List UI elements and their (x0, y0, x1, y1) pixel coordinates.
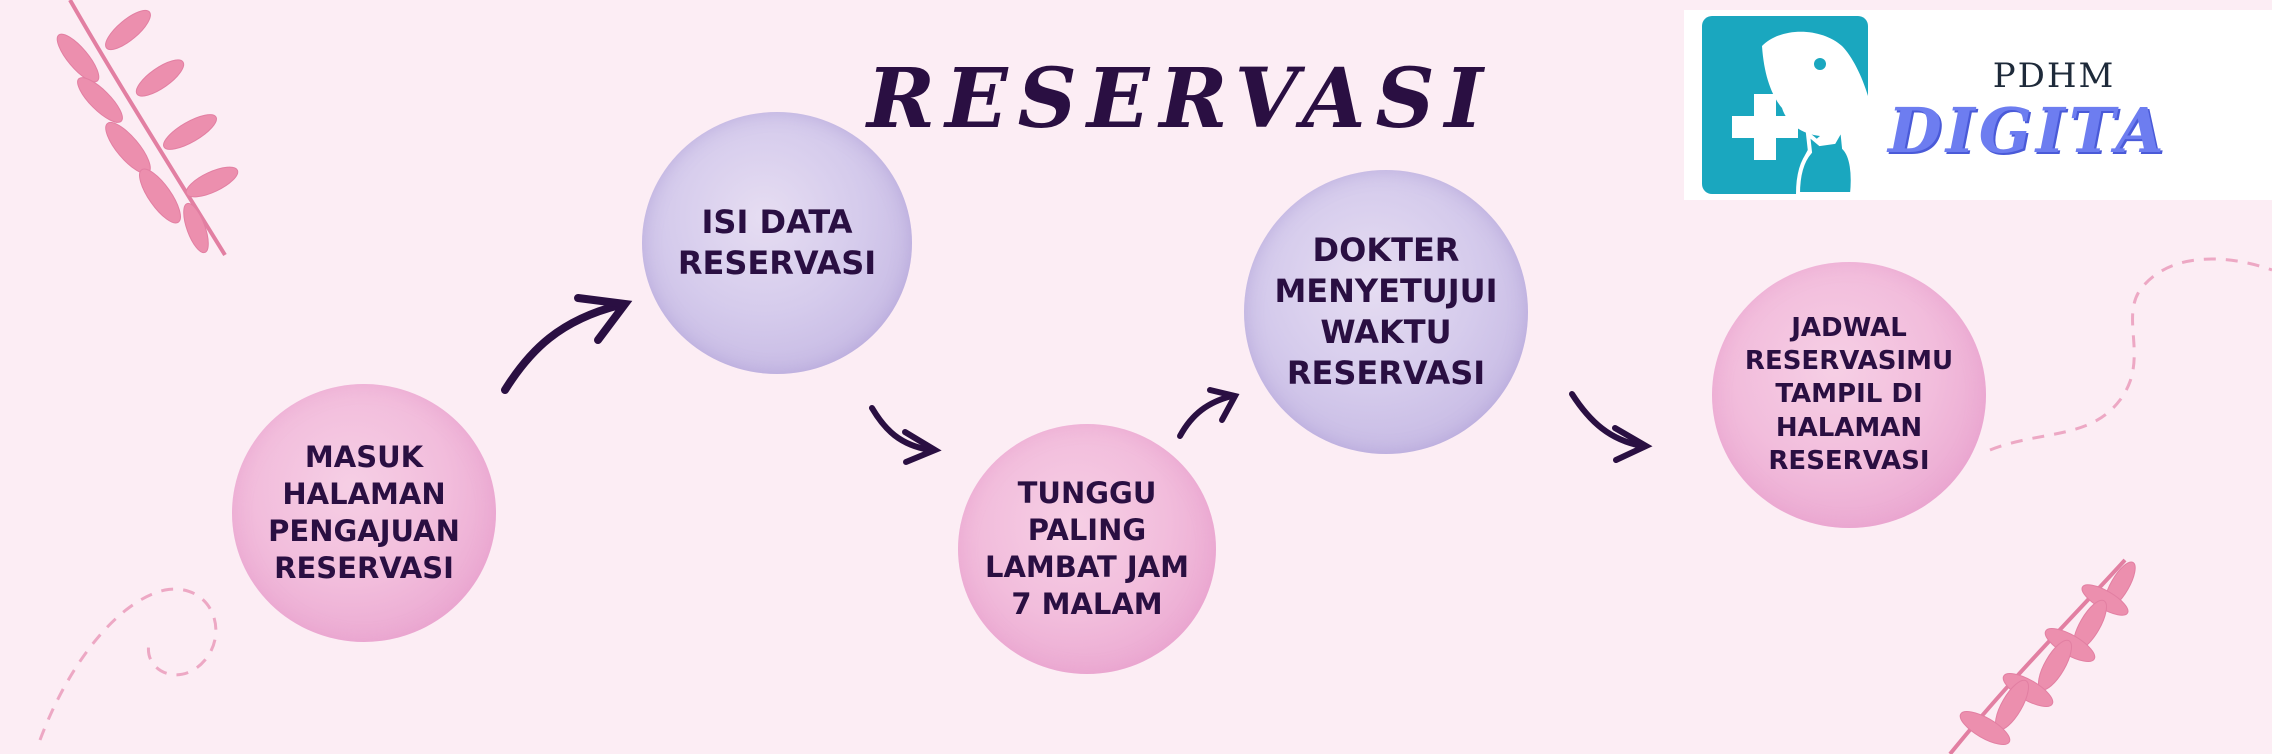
step-4-circle: DOKTER MENYETUJUI WAKTU RESERVASI (1244, 170, 1528, 454)
dashed-swirl-right (1989, 257, 2272, 452)
step-2-line: ISI DATA (701, 203, 853, 242)
arrow-4-icon (1569, 391, 1653, 463)
step-1-circle: MASUK HALAMAN PENGAJUAN RESERVASI (232, 384, 496, 642)
step-2-circle: ISI DATA RESERVASI (642, 112, 912, 374)
step-1-line: HALAMAN (282, 476, 446, 511)
step-3-line: 7 MALAM (1011, 587, 1163, 622)
step-5-line: HALAMAN (1775, 412, 1923, 443)
step-4-line: MENYETUJUI (1274, 272, 1498, 311)
step-5-line: TAMPIL DI (1775, 379, 1923, 410)
arrow-1-icon (501, 294, 633, 394)
step-1-line: RESERVASI (274, 551, 454, 586)
step-5-line: JADWAL (1791, 312, 1907, 343)
step-2-line: RESERVASI (677, 244, 877, 282)
step-3-line: LAMBAT JAM (984, 550, 1190, 584)
dashed-swirl-bottom-left (38, 587, 218, 741)
step-4-line: WAKTU (1320, 313, 1452, 351)
step-3-line: PALING (1027, 512, 1147, 547)
step-4-line: RESERVASI (1286, 353, 1486, 392)
step-5-line: RESERVASI (1768, 445, 1930, 476)
step-5-circle: JADWAL RESERVASIMU TAMPIL DI HALAMAN RES… (1712, 262, 1986, 528)
step-5-line: RESERVASIMU (1744, 346, 1954, 377)
logo-big-text: DIGITA (1888, 94, 2168, 167)
leaf-branch-top-left-icon (56, 0, 239, 257)
arrow-3-icon (1177, 387, 1240, 439)
step-3-circle: TUNGGU PALING LAMBAT JAM 7 MALAM (958, 424, 1216, 674)
arrow-2-icon (869, 405, 942, 465)
step-1-line: PENGAJUAN (268, 514, 460, 548)
leaf-branch-bottom-right-icon (1948, 558, 2136, 754)
brand-logo: PDHM DIGITA (1684, 10, 2272, 200)
vet-cross-logo-icon (1702, 16, 1868, 194)
step-1-line: MASUK (304, 439, 424, 474)
step-3-line: TUNGGU (1017, 475, 1157, 510)
page-title: RESERVASI (866, 51, 1494, 147)
logo-small-text: PDHM (1992, 56, 2116, 96)
step-4-line: DOKTER (1312, 231, 1460, 270)
